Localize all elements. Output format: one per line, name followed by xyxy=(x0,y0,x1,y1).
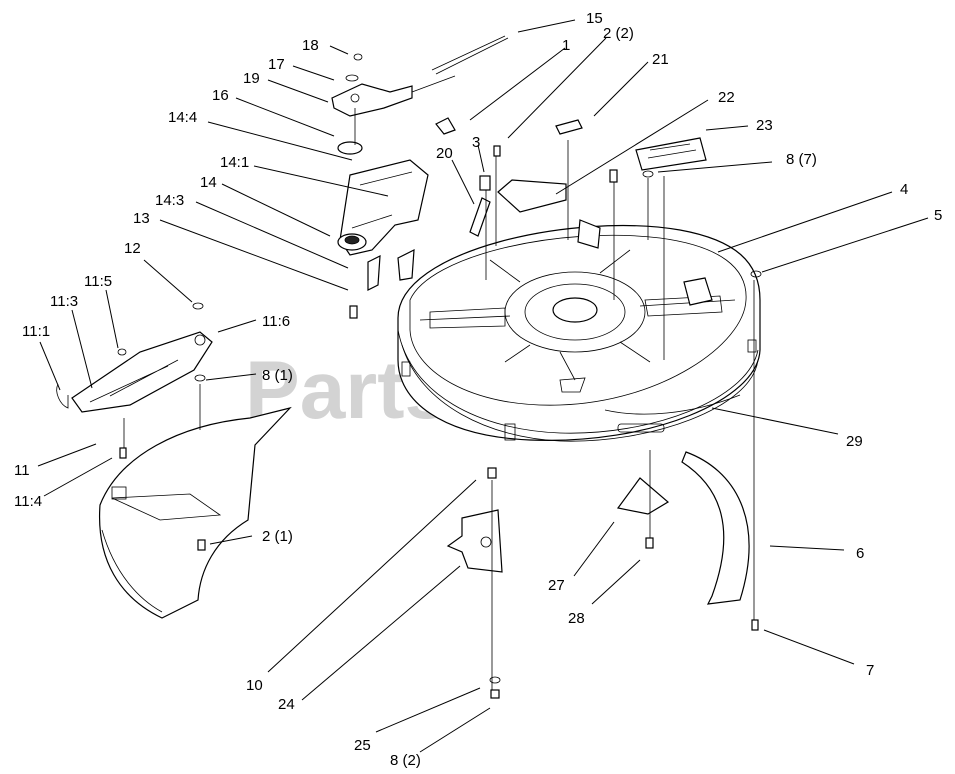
callout-11-6: 11:6 xyxy=(262,313,290,330)
callout-4: 4 xyxy=(900,181,908,198)
callout-14: 14 xyxy=(200,174,217,191)
callout-8-2: 8 (2) xyxy=(390,752,421,769)
callout-labels: 15 1 2 (2) 18 17 19 16 21 22 23 14:4 3 2… xyxy=(14,10,942,769)
callout-27: 27 xyxy=(548,577,565,594)
callout-8-1: 8 (1) xyxy=(262,367,293,384)
callout-25: 25 xyxy=(354,737,371,754)
callout-21: 21 xyxy=(652,51,669,68)
callout-22: 22 xyxy=(718,89,735,106)
callout-18: 18 xyxy=(302,37,319,54)
drive-assembly xyxy=(337,141,429,291)
baffle xyxy=(616,477,670,515)
callout-20: 20 xyxy=(436,145,453,162)
callout-1: 1 xyxy=(562,37,570,54)
callout-11-5: 11:5 xyxy=(84,273,112,290)
callout-28: 28 xyxy=(568,610,585,627)
callout-29: 29 xyxy=(846,433,863,450)
deflector-29 xyxy=(604,394,741,415)
callout-15: 15 xyxy=(586,10,603,27)
callout-13: 13 xyxy=(133,210,150,227)
callout-8-7: 8 (7) xyxy=(786,151,817,168)
lever-assembly xyxy=(331,35,509,135)
callout-17: 17 xyxy=(268,56,285,73)
side-deck xyxy=(98,406,292,619)
callout-14-3: 14:3 xyxy=(155,192,184,209)
callout-16: 16 xyxy=(212,87,229,104)
small-parts xyxy=(469,119,707,237)
callout-3: 3 xyxy=(472,134,480,151)
callout-11-1: 11:1 xyxy=(22,323,50,340)
callout-24: 24 xyxy=(278,696,295,713)
callout-19: 19 xyxy=(243,70,260,87)
fasteners xyxy=(117,145,762,699)
callout-23: 23 xyxy=(756,117,773,134)
assembly-lines xyxy=(123,108,755,690)
callout-11-3: 11:3 xyxy=(50,293,78,310)
plate xyxy=(446,509,503,573)
deck-housing xyxy=(397,219,761,442)
callout-5: 5 xyxy=(934,207,942,224)
curved-shield xyxy=(681,451,750,605)
callout-11: 11 xyxy=(14,462,30,479)
callout-12: 12 xyxy=(124,240,141,257)
callout-7: 7 xyxy=(866,662,874,679)
frame-11 xyxy=(56,331,213,413)
callout-6: 6 xyxy=(856,545,864,562)
callout-11-4: 11:4 xyxy=(14,493,42,510)
callout-2-2: 2 (2) xyxy=(603,25,634,42)
callout-14-4: 14:4 xyxy=(168,109,197,126)
callout-2-1: 2 (1) xyxy=(262,528,293,545)
callout-14-1: 14:1 xyxy=(220,154,249,171)
leader-lines xyxy=(37,19,929,753)
callout-10: 10 xyxy=(246,677,263,694)
